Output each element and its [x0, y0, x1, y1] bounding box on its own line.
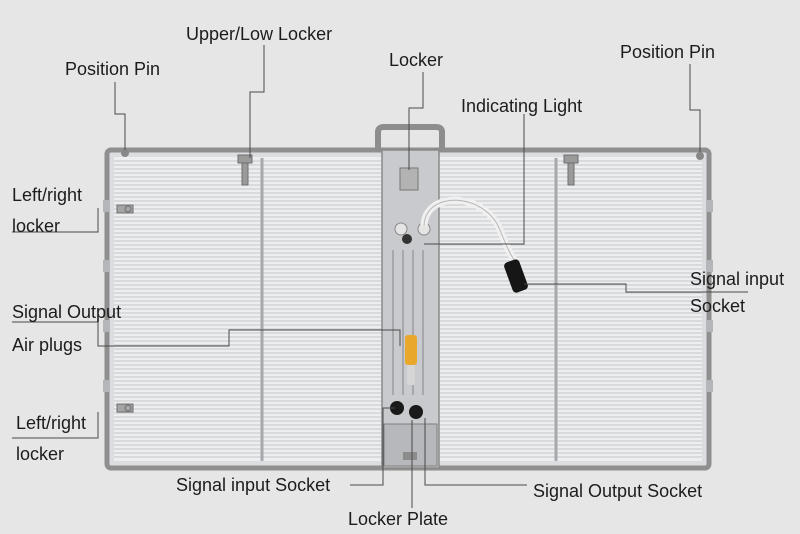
signal-output-socket-icon: [409, 405, 423, 419]
label-signal-output-line1: Signal Output: [12, 302, 122, 322]
indicating-light-icon: [402, 234, 412, 244]
label-upper-low-locker: Upper/Low Locker: [186, 24, 333, 44]
upper-low-locker-icon: [237, 154, 579, 186]
label-left-right-locker-bottom-line2: locker: [16, 444, 65, 464]
label-left-right-locker-bottom: Left/right locker: [16, 408, 86, 470]
left-right-locker-icon: [116, 204, 134, 413]
label-left-right-locker-top-line1: Left/right: [12, 185, 83, 205]
label-locker-plate: Locker Plate: [348, 509, 449, 529]
label-signal-output-socket: Signal Output Socket: [533, 481, 703, 501]
signal-input-socket-icon: [390, 401, 404, 415]
signal-input-cable-edge: [423, 199, 517, 263]
center-spine: [381, 149, 440, 469]
frame-tabs: [103, 200, 713, 392]
label-position-pin-right: Position Pin: [620, 42, 716, 62]
label-signal-input-right-line2: Socket: [690, 296, 746, 316]
signal-input-plug-icon: [504, 259, 528, 293]
position-pin-right-icon: [696, 152, 704, 160]
label-left-right-locker-bottom-line1: Left/right: [16, 413, 87, 433]
connector-top-icon: [394, 222, 408, 236]
air-plug-body: [407, 365, 415, 385]
label-left-right-locker-top-line2: locker: [12, 216, 61, 236]
label-signal-input-right-line1: Signal input: [690, 269, 785, 289]
vertical-bars: [260, 158, 558, 461]
label-signal-input-socket-bottom: Signal input Socket: [176, 475, 331, 495]
locker-handle-icon: [375, 124, 445, 152]
label-signal-input-socket-right: Signal input Socket: [690, 266, 784, 320]
locker-latch-icon: [399, 167, 419, 191]
label-signal-output-line2: Air plugs: [12, 335, 83, 355]
locker-plate-slot: [403, 452, 417, 460]
label-left-right-locker-top: Left/right locker: [12, 180, 82, 242]
label-locker: Locker: [389, 50, 444, 70]
label-signal-output-air-plugs: Signal Output Air plugs: [12, 296, 121, 362]
position-pin-left-icon: [121, 149, 129, 157]
leader-lines: [12, 45, 748, 508]
air-plug-icon: [405, 335, 417, 365]
label-indicating-light: Indicating Light: [461, 96, 583, 116]
label-position-pin-left: Position Pin: [65, 59, 161, 79]
